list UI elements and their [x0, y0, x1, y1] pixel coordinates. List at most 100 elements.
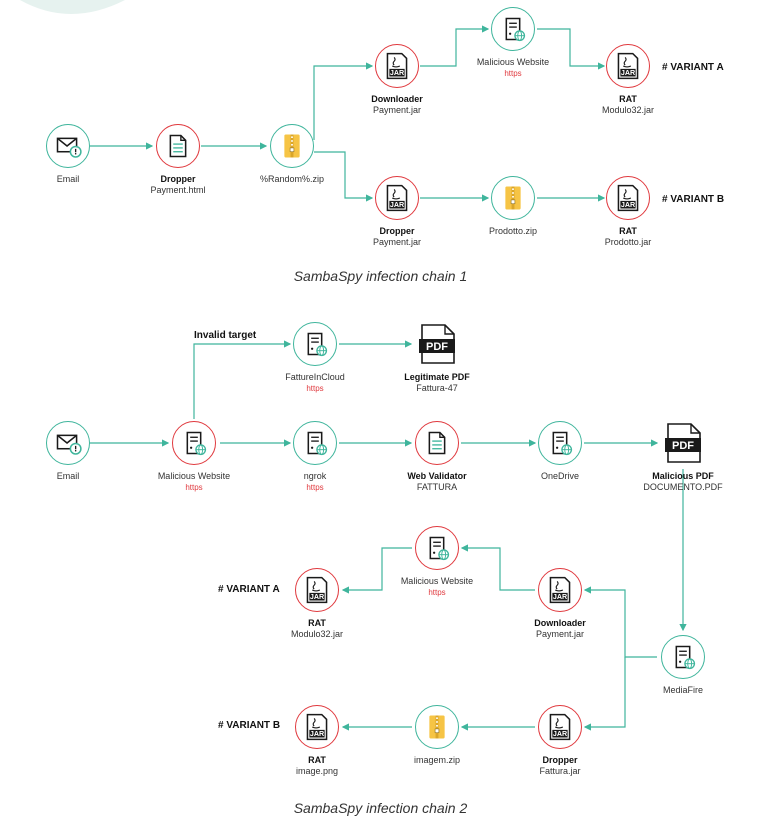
web-server-icon	[675, 645, 696, 670]
chain2-variant-a-label: # VARIANT A	[218, 584, 280, 595]
chain2-label-onedrive: OneDrive	[541, 471, 579, 482]
node-title: RAT	[619, 226, 637, 236]
node-subtitle: MediaFire	[662, 685, 704, 695]
chain2-node-ngrok	[293, 421, 337, 465]
flow-arrow	[193, 340, 292, 419]
flow-arrow	[314, 151, 374, 202]
chain2-node-onedrive	[538, 421, 582, 465]
chain1-node-dropper-jar: JAR	[375, 176, 419, 220]
web-server-icon	[307, 332, 328, 357]
jar-file-icon: JAR	[386, 52, 408, 80]
node-subtitle: Malicious Website	[476, 57, 550, 67]
chain2-label-imagem-zip: imagem.zip	[414, 755, 460, 766]
chain1-node-dropper-html	[156, 124, 200, 168]
chain1-variant-a-label: # VARIANT A	[662, 62, 724, 73]
chain2-node-dropper: JAR	[538, 705, 582, 749]
invalid-target-label: Invalid target	[194, 330, 257, 341]
pdf-icon: PDF	[419, 324, 455, 364]
node-title: Downloader	[534, 618, 586, 628]
chain2-node-downloader: JAR	[538, 568, 582, 612]
chain2-node-web-validator	[415, 421, 459, 465]
chain2-node-fattureincloud	[293, 322, 337, 366]
node-subtitle: Email	[56, 174, 80, 184]
svg-text:PDF: PDF	[672, 440, 694, 452]
flow-arrow	[420, 25, 490, 67]
zip-folder-icon	[284, 134, 300, 158]
chain1-label-random-zip: %Random%.zip	[260, 174, 324, 185]
document-icon	[169, 134, 187, 158]
chain2-node-legit-pdf: PDF	[415, 322, 459, 366]
svg-text:PDF: PDF	[426, 341, 448, 353]
chain2-caption: SambaSpy infection chain 2	[293, 800, 468, 816]
node-subtitle: Payment.jar	[372, 237, 422, 247]
chain2-label-malicious-website: Malicious Website https	[158, 471, 230, 493]
node-title: Dropper	[160, 174, 196, 184]
pdf-icon: PDF	[665, 423, 701, 463]
node-subtitle: Prodotto.jar	[604, 237, 652, 247]
chain2-node-malicious-pdf: PDF	[661, 421, 705, 465]
node-subtitle: Malicious Website	[400, 576, 474, 586]
node-protocol: https	[306, 483, 324, 492]
jar-file-icon: JAR	[306, 576, 328, 604]
chain2-node-email	[46, 421, 90, 465]
node-protocol: https	[428, 588, 446, 597]
node-subtitle: Modulo32.jar	[601, 105, 655, 115]
node-subtitle: Prodotto.zip	[488, 226, 538, 236]
jar-file-icon: JAR	[386, 184, 408, 212]
zip-folder-icon	[505, 186, 521, 210]
web-server-icon	[186, 431, 207, 456]
chain1-node-rat-b: JAR	[606, 176, 650, 220]
chain1-caption: SambaSpy infection chain 1	[293, 268, 468, 284]
web-server-icon	[552, 431, 573, 456]
chain1-label-email: Email	[57, 174, 80, 185]
jar-file-icon: JAR	[549, 576, 571, 604]
node-title: RAT	[619, 94, 637, 104]
chain2-label-mediafire: MediaFire	[663, 685, 703, 696]
node-subtitle: Payment.jar	[535, 629, 585, 639]
mail-alert-icon	[56, 137, 82, 158]
chain2-label-malicious-website-2: Malicious Website https	[401, 576, 473, 598]
chain1-node-random-zip	[270, 124, 314, 168]
web-server-icon	[505, 17, 526, 42]
chain2-node-malicious-website-2	[415, 526, 459, 570]
mail-alert-icon	[56, 434, 82, 455]
chain2-node-rat-a: JAR	[295, 568, 339, 612]
chain1-variant-b-label: # VARIANT B	[662, 194, 725, 205]
node-subtitle: FattureInCloud	[285, 372, 345, 382]
flow-arrow	[537, 28, 606, 70]
node-subtitle: Email	[56, 471, 80, 481]
node-title: Web Validator	[407, 471, 467, 481]
svg-text:JAR: JAR	[621, 69, 636, 77]
chain1-node-malicious-website-a	[491, 7, 535, 51]
chain2-label-fattureincloud: FattureInCloud https	[285, 372, 345, 394]
flow-arrow	[460, 544, 535, 591]
node-title: RAT	[308, 618, 326, 628]
node-protocol: https	[185, 483, 203, 492]
flow-arrow	[583, 657, 626, 731]
web-server-icon	[307, 431, 328, 456]
node-title: RAT	[308, 755, 326, 765]
node-protocol: https	[306, 384, 324, 393]
jar-file-icon: JAR	[617, 184, 639, 212]
flow-arrow	[313, 62, 374, 140]
node-subtitle: Fattura.jar	[539, 766, 581, 776]
decorative-arc	[20, 0, 125, 14]
chain1-node-downloader: JAR	[375, 44, 419, 88]
node-title: Malicious PDF	[652, 471, 714, 481]
jar-file-icon: JAR	[617, 52, 639, 80]
svg-text:JAR: JAR	[553, 593, 568, 601]
node-subtitle: Malicious Website	[157, 471, 231, 481]
svg-text:JAR: JAR	[621, 201, 636, 209]
